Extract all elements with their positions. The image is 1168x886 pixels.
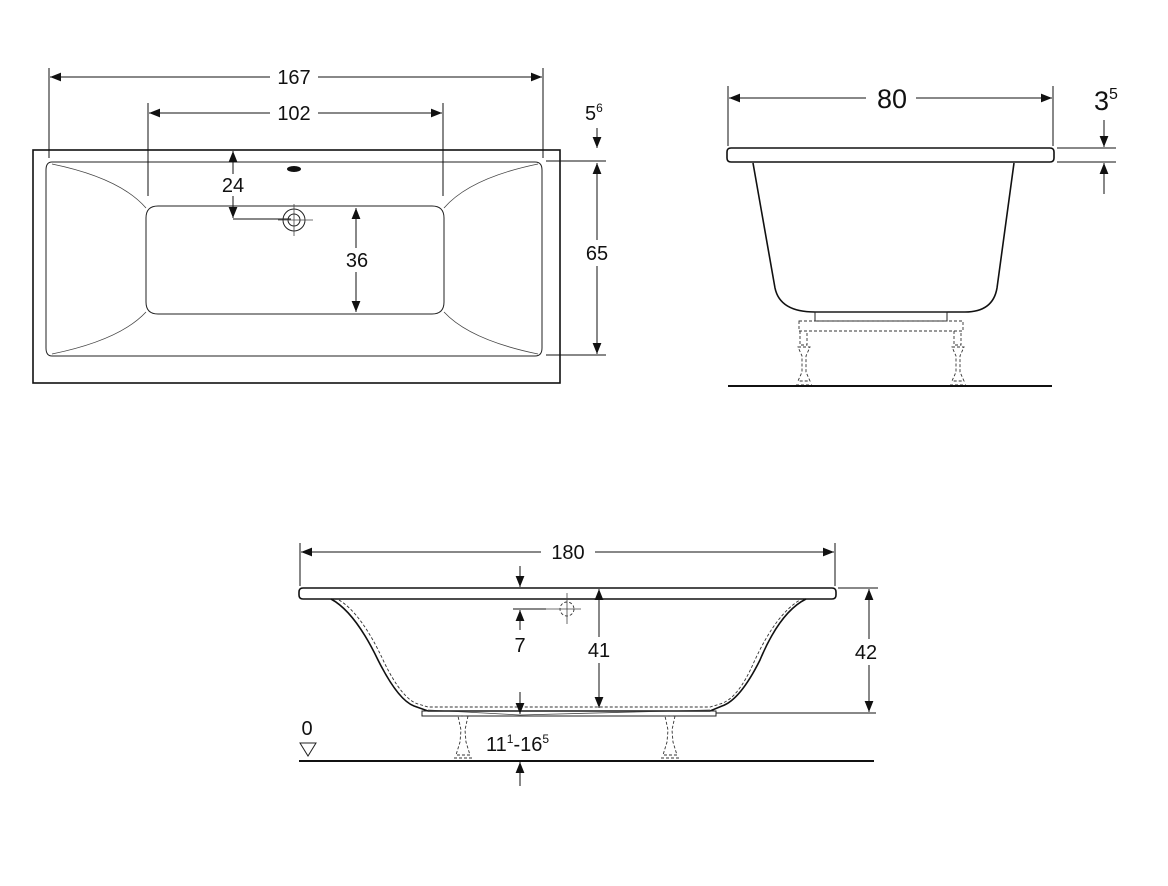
label-inner-depth: 41 [588,640,610,662]
basin-floor [145,205,445,315]
label-inner-length: 102 [277,103,310,125]
label-overflow-depth: 7 [514,635,525,657]
label-side-length: 180 [551,542,584,564]
side-foot-left [454,715,472,759]
drain-symbol [278,204,313,236]
label-overflow-offset: 24 [222,175,244,197]
side-foot-right [661,715,679,759]
side-tub-body [330,598,807,712]
end-rim [726,147,1055,163]
label-overall-length: 167 [277,67,310,89]
end-foot-right [950,331,966,386]
label-drain-zone-width: 36 [346,250,368,272]
top-view: 167 102 24 36 56 65 [32,64,616,384]
datum-triangle-icon [299,742,317,757]
side-view: 180 7 41 42 111-165 0 [298,539,888,786]
end-support-frame [798,320,964,332]
side-rim [298,587,837,600]
label-floor-datum: 0 [301,718,312,740]
label-foot-height: 111-165 [486,732,549,756]
end-base-plate [814,311,948,322]
overflow-hole [287,166,301,172]
overflow-cross-marker [546,593,581,624]
end-view: 80 35 [726,82,1118,387]
slope-line-top-left [51,163,147,209]
label-rim-thickness: 35 [1094,86,1118,116]
side-inner-dashed [338,599,801,708]
slope-line-bottom-right [443,311,539,355]
label-rim-offset: 56 [585,101,603,125]
label-overall-width: 80 [877,84,907,114]
label-inner-width: 65 [586,243,608,265]
label-total-height: 42 [855,642,877,664]
slope-line-top-right [443,163,539,209]
tub-inner-edge [45,161,543,357]
slope-line-bottom-left [51,311,147,355]
end-foot-left [796,331,812,386]
end-tub-body [752,162,1015,313]
tub-outer-rim [32,149,561,384]
